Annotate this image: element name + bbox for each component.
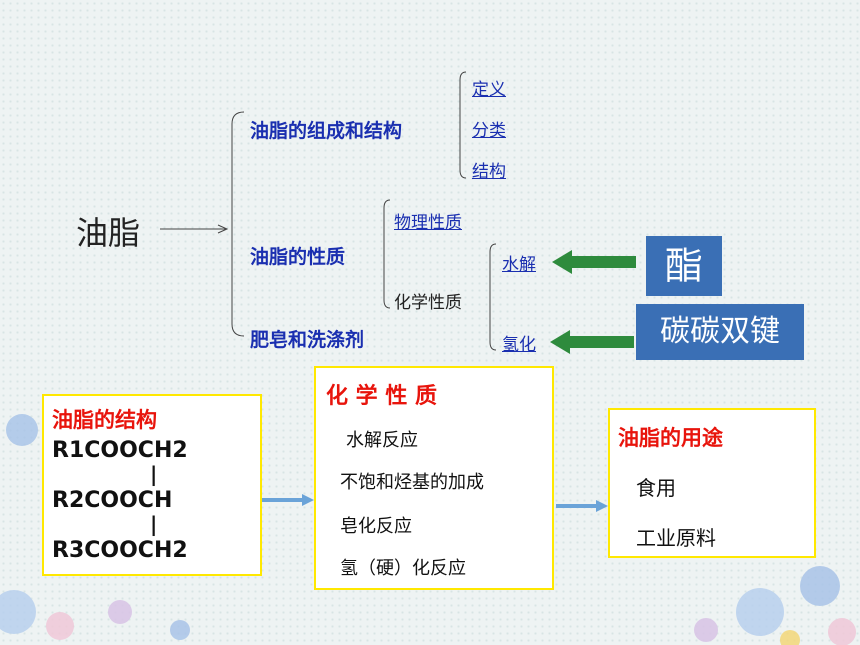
green-arrow-hydrolysis	[552, 250, 636, 274]
use-item-food: 食用	[636, 476, 676, 500]
tag-ester: 酯	[646, 236, 722, 296]
structure-title: 油脂的结构	[52, 408, 157, 432]
chem-item-saponification: 皂化反应	[340, 516, 412, 537]
box-arrow2-head	[596, 500, 608, 512]
chemical-properties-box: 化 学 性 质 水解反应 不饱和烃基的加成 皂化反应 氢（硬）化反应	[314, 366, 554, 590]
chem-box-title: 化 学 性 质	[326, 384, 437, 409]
branch1-bracket	[459, 71, 467, 179]
link-structure[interactable]: 结构	[472, 162, 506, 182]
use-item-industrial: 工业原料	[636, 526, 716, 550]
structure-box: 油脂的结构 R1COOCH2 | R2COOCH | R3COOCH2	[42, 394, 262, 576]
green-arrow-hydrogenation	[550, 330, 634, 354]
uses-title: 油脂的用途	[618, 426, 723, 450]
branch2-bracket	[383, 199, 391, 309]
branch-composition: 油脂的组成和结构	[250, 120, 403, 142]
link-physical-properties[interactable]: 物理性质	[394, 213, 462, 233]
link-definition[interactable]: 定义	[472, 80, 506, 100]
uses-box: 油脂的用途 食用 工业原料	[608, 408, 816, 558]
branch-soap: 肥皂和洗涤剂	[250, 329, 365, 351]
box-arrow1-head	[302, 494, 314, 506]
branch-properties: 油脂的性质	[250, 246, 346, 268]
flower-left	[0, 414, 190, 640]
root-node: 油脂	[76, 214, 141, 252]
chem-bracket	[489, 243, 497, 351]
root-arrow-head	[217, 224, 229, 234]
structure-line-1: R1COOCH2	[52, 438, 188, 463]
structure-bond-2: |	[150, 512, 158, 536]
chemical-properties-label: 化学性质	[394, 293, 462, 313]
chem-item-hydrolysis: 水解反应	[346, 430, 418, 451]
main-bracket	[231, 111, 245, 337]
chem-item-addition: 不饱和烃基的加成	[340, 472, 484, 493]
structure-bond-1: |	[150, 462, 158, 486]
flower-right	[694, 566, 856, 645]
link-hydrogenation[interactable]: 氢化	[502, 335, 536, 355]
tag-double-bond: 碳碳双键	[636, 304, 804, 360]
chem-item-hardening: 氢（硬）化反应	[340, 558, 466, 579]
link-classification[interactable]: 分类	[472, 121, 506, 141]
structure-line-3: R3COOCH2	[52, 538, 188, 563]
structure-line-2: R2COOCH	[52, 488, 173, 513]
link-hydrolysis[interactable]: 水解	[502, 255, 536, 275]
